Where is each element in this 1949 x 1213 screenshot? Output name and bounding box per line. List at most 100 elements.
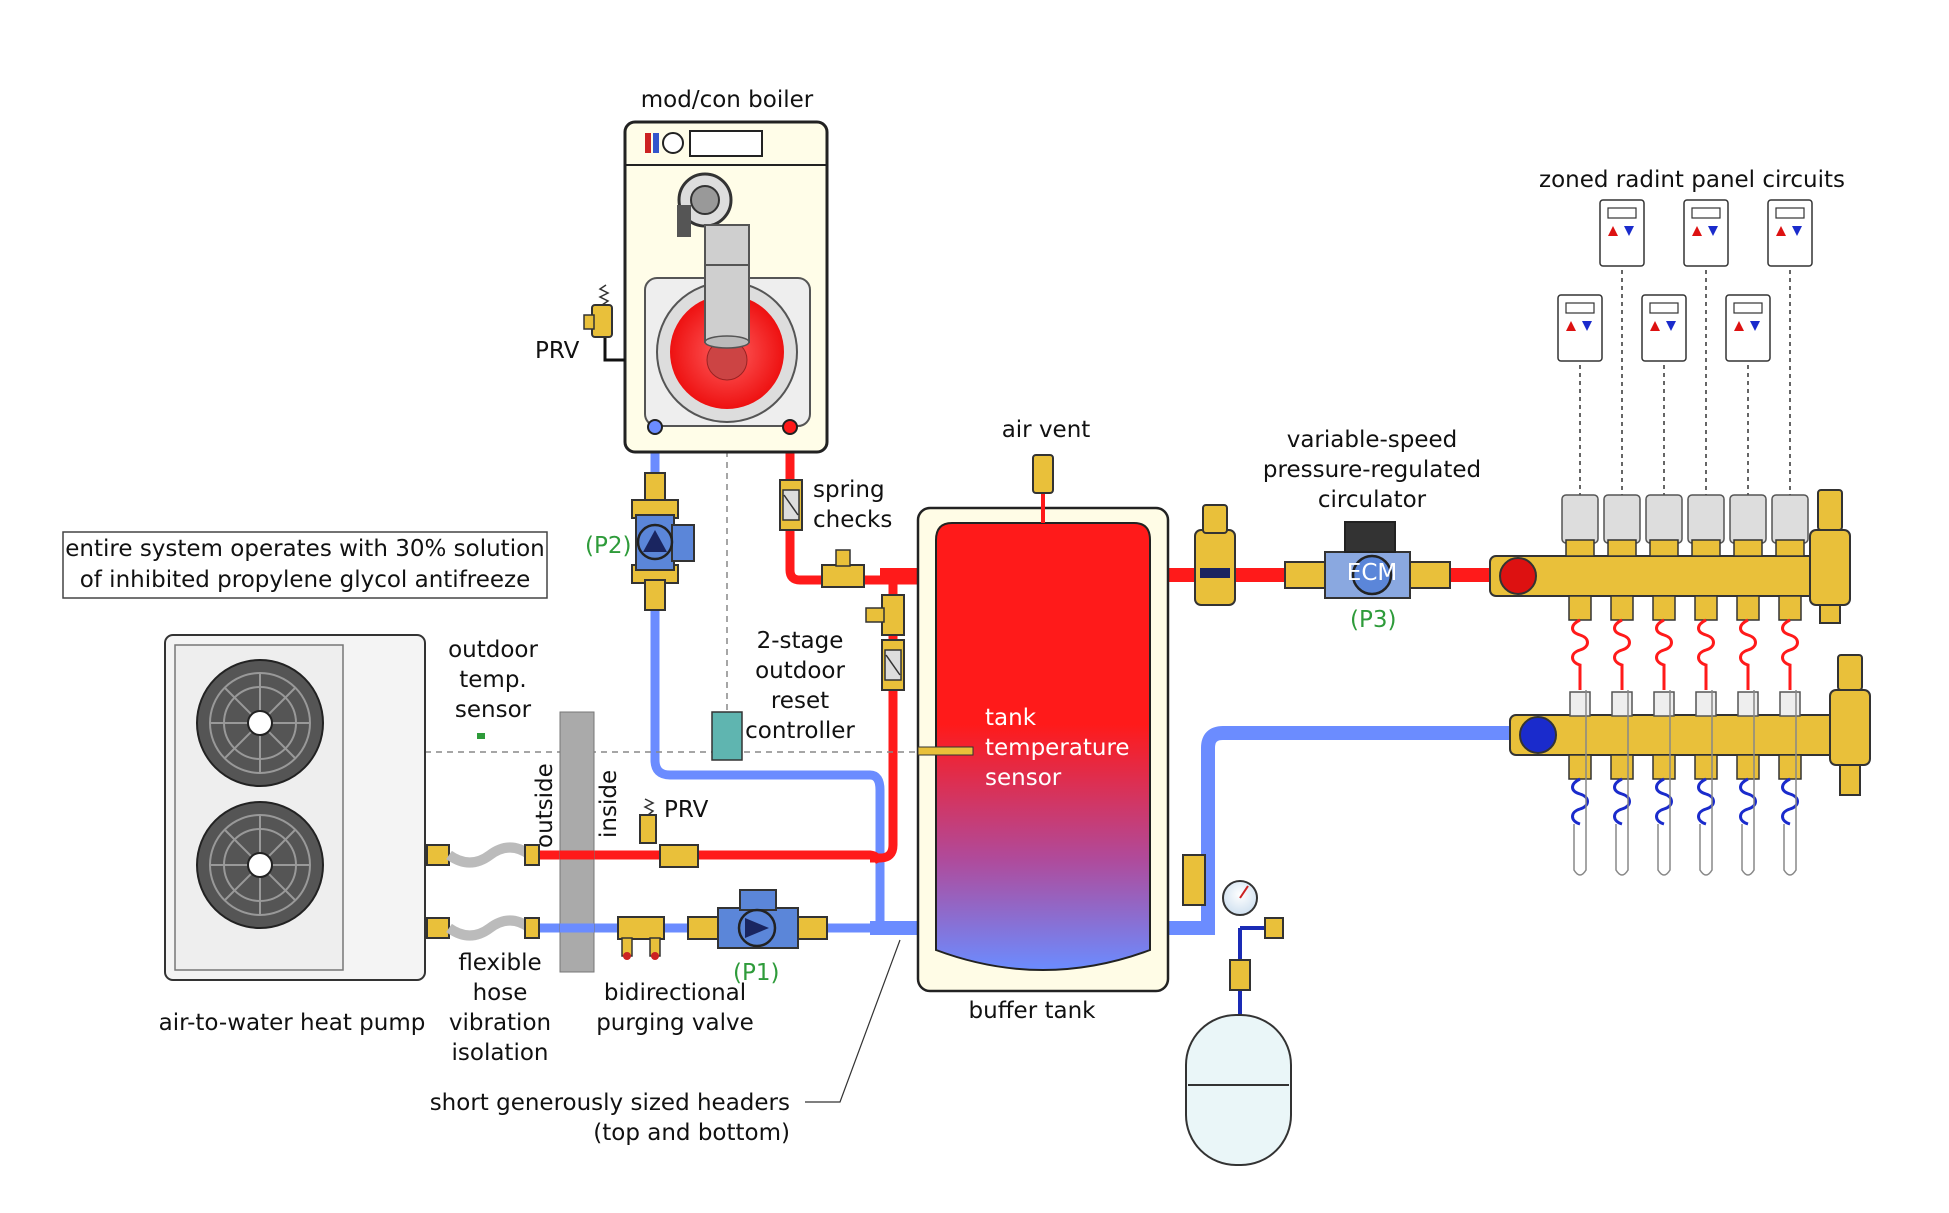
thermostat-up-icon-4: [1692, 226, 1702, 236]
pressure-gauge: [1222, 880, 1284, 939]
thermostat-screen-1: [1565, 302, 1595, 314]
air-vent-label: air vent: [1002, 417, 1091, 443]
buffer-tank: [916, 506, 1170, 993]
p2-label: (P2): [585, 533, 631, 559]
thermostat-screen-5: [1733, 302, 1763, 314]
p2-circulator: [631, 472, 695, 611]
return-loop-6: [1781, 777, 1799, 826]
zone-actuator-2: [1603, 494, 1641, 544]
actuator-base-5: [1733, 539, 1763, 557]
spring-checks-label-2: checks: [813, 507, 892, 533]
outdoor-sensor-label-1: outdoor: [448, 637, 538, 663]
controller-label-1: 2-stage: [757, 628, 844, 654]
building-wall: [559, 711, 595, 973]
thermostat-up-icon-2: [1608, 226, 1618, 236]
return-loop-5: [1739, 777, 1757, 826]
ecm-label: ECM: [1347, 560, 1397, 586]
boiler-display-dial: [662, 132, 684, 154]
note-box: [62, 531, 548, 599]
headers-label-2: (top and bottom): [593, 1120, 790, 1146]
note-line-2: of inhibited propylene glycol antifreeze: [80, 567, 531, 593]
fan-top-icon: [196, 659, 324, 787]
spring-checks-label-1: spring: [813, 477, 885, 503]
balancing-valve-6: [1779, 691, 1801, 717]
balancing-valve-3: [1653, 691, 1675, 717]
zone-actuator-1: [1561, 494, 1599, 544]
p1-label: (P1): [733, 960, 779, 986]
supply-loop-6: [1781, 618, 1799, 690]
thermostat-down-icon-3: [1666, 321, 1676, 331]
inside-label: inside: [596, 770, 622, 838]
tank-sensor-label-2: temperature: [985, 735, 1130, 761]
heat-pump-label: air-to-water heat pump: [159, 1010, 426, 1036]
panel-circuit-3: [1657, 690, 1671, 876]
purge-valve-label-2: purging valve: [596, 1010, 754, 1036]
headers-label-1: short generously sized headers: [430, 1090, 790, 1116]
boiler-supply-pipe: [785, 430, 925, 585]
mod-con-boiler: [623, 120, 829, 454]
hp-prv: [639, 798, 699, 868]
return-ball-valve-icon: [1519, 716, 1557, 754]
supply-loop-1: [1571, 618, 1589, 690]
supply-outlet-1: [1568, 595, 1592, 621]
thermostat-screen-2: [1607, 207, 1637, 219]
panel-circuit-6: [1783, 690, 1797, 876]
thermostat-screen-4: [1691, 207, 1721, 219]
return-manifold: [1509, 654, 1871, 796]
supply-outlet-5: [1736, 595, 1760, 621]
controller-label-2: outdoor: [755, 658, 845, 684]
thermostat-up-icon-3: [1650, 321, 1660, 331]
boiler-return-pipe: [650, 425, 885, 930]
flex-hose-label-4: isolation: [452, 1040, 549, 1066]
boiler-purge-valves: [821, 549, 905, 636]
return-loop-2: [1613, 777, 1631, 826]
flex-hose-label-3: vibration: [449, 1010, 551, 1036]
panel-circuit-4: [1699, 690, 1713, 876]
fan-bottom-icon: [196, 801, 324, 929]
return-outlet-2: [1610, 754, 1634, 780]
boiler-prv: [583, 284, 625, 362]
spring-check-valves: [779, 479, 905, 691]
panel-circuit-5: [1741, 690, 1755, 876]
return-loop-1: [1571, 777, 1589, 826]
hp-supply-pipe: [535, 850, 885, 865]
return-outlet-6: [1778, 754, 1802, 780]
balancing-valve-1: [1569, 691, 1591, 717]
supply-loop-5: [1739, 618, 1757, 690]
buffer-tank-label: buffer tank: [969, 998, 1097, 1024]
outside-label: outside: [532, 763, 558, 848]
outdoor-temp-sensor: [477, 733, 485, 739]
zone-actuator-5: [1729, 494, 1767, 544]
flex-hose-label-1: flexible: [458, 950, 541, 976]
zoned-circuits-label: zoned radint panel circuits: [1539, 167, 1845, 193]
headers-leader-line: [805, 939, 901, 1103]
balancing-valve-5: [1737, 691, 1759, 717]
supply-loop-2: [1613, 618, 1631, 690]
boiler-prv-label: PRV: [535, 338, 580, 364]
controller-label-3: reset: [771, 688, 829, 714]
manifold-return-pipe: [1150, 726, 1510, 935]
return-outlet-4: [1694, 754, 1718, 780]
supply-outlet-6: [1778, 595, 1802, 621]
return-outlet-5: [1736, 754, 1760, 780]
circulator-label-3: circulator: [1318, 487, 1427, 513]
zone-actuator-3: [1645, 494, 1683, 544]
controller-label-4: controller: [745, 718, 855, 744]
tank-sensor-label-1: tank: [985, 705, 1037, 731]
expansion-tank: [1185, 959, 1292, 1166]
panel-circuit-2: [1615, 690, 1629, 876]
outdoor-sensor-label-2: temp.: [459, 667, 526, 693]
thermostat-screen-6: [1775, 207, 1805, 219]
flexible-hoses: [426, 842, 540, 941]
supply-ball-valve-icon: [1499, 557, 1537, 595]
thermostat-down-icon-2: [1624, 226, 1634, 236]
boiler-display-screen: [689, 130, 763, 157]
return-outlet-1: [1568, 754, 1592, 780]
air-to-water-heat-pump: [164, 634, 426, 981]
thermostat-down-icon-4: [1708, 226, 1718, 236]
outdoor-sensor-label-3: sensor: [455, 697, 532, 723]
thermostat-up-icon-1: [1566, 321, 1576, 331]
bidirectional-purging-valve: [617, 916, 665, 960]
p3-circulator: ECM: [1284, 521, 1451, 599]
